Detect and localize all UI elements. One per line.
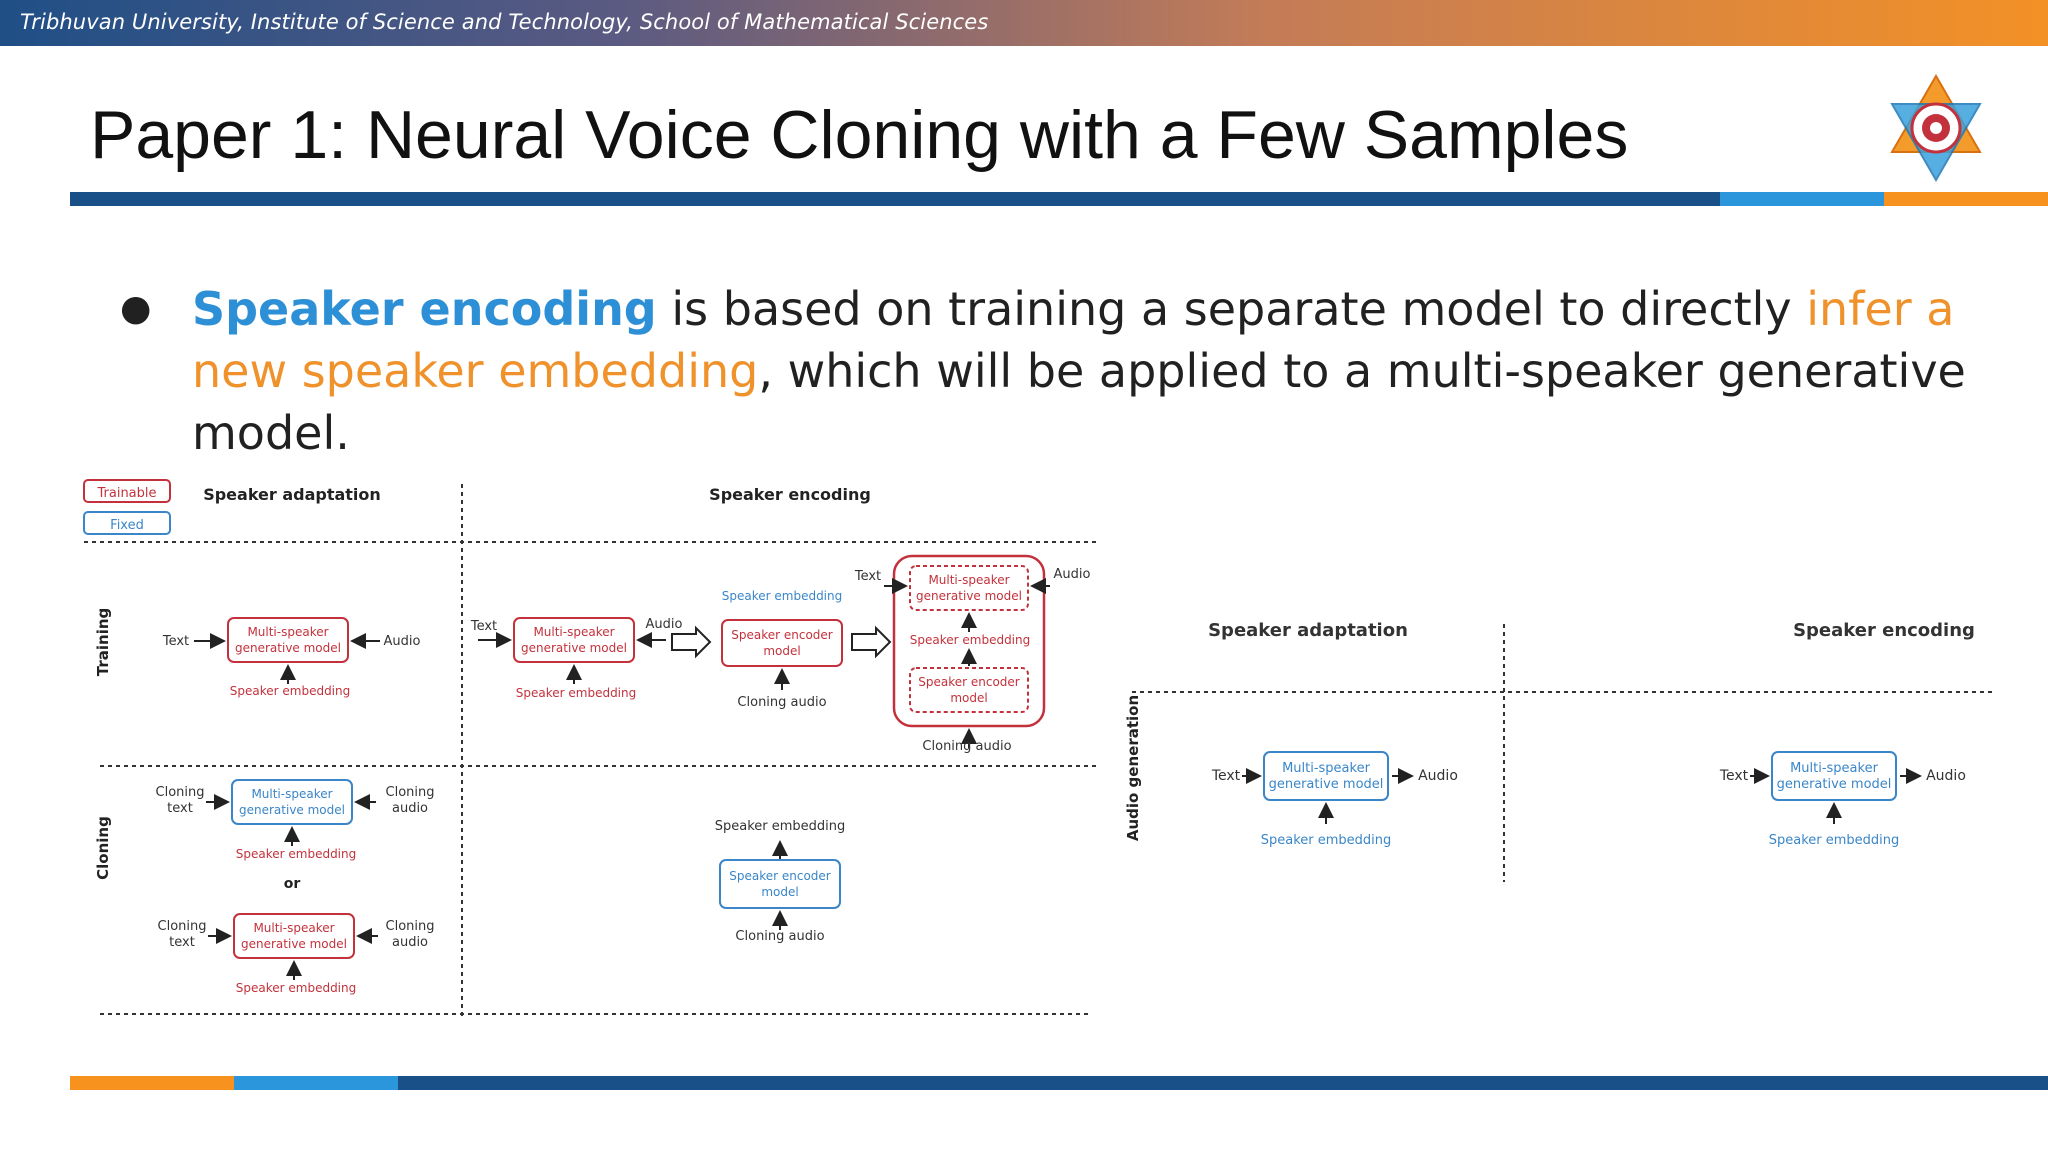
msgm-box-fixed (1771, 751, 1897, 801)
msgm-label: generative model (241, 937, 347, 951)
legend-fixed-box (83, 511, 171, 535)
bullet-keyword: Speaker encoding (192, 282, 657, 336)
or-label: or (284, 876, 301, 892)
label-text: Text (1719, 768, 1749, 784)
speaker-encoder-label: model (761, 885, 798, 899)
msgm-box-trainable (513, 617, 635, 663)
msgm-box-trainable (233, 913, 355, 959)
speaker-encoder-box-fixed (719, 859, 841, 909)
joint-training-box (892, 554, 1046, 728)
col-header-encoding: Speaker encoding (1793, 620, 1975, 641)
msgm-label: Multi-speaker (533, 625, 614, 639)
msgm-label: Multi-speaker (253, 921, 334, 935)
university-logo (1890, 74, 1982, 182)
msgm-label: Multi-speaker (1282, 761, 1371, 776)
msgm-label: Multi-speaker (1790, 761, 1879, 776)
legend-trainable-box (83, 479, 171, 503)
speaker-embedding-label: Speaker embedding (236, 981, 357, 995)
bullet-highlight: infer a new speaker embedding (192, 282, 1955, 398)
speaker-encoder-label: model (950, 691, 987, 705)
legend-fixed: Fixed (110, 518, 144, 533)
hollow-arrow (671, 625, 712, 659)
speaker-embedding-label: Speaker embedding (722, 589, 843, 603)
row-label-training: Training (94, 608, 112, 676)
speaker-embedding-label: Speaker embedding (236, 847, 357, 861)
bullet-text: Speaker encoding is based on training a … (192, 278, 1992, 464)
msgm-label: generative model (1777, 777, 1892, 792)
label-cloning-audio: Cloning audio (737, 695, 826, 710)
label-cloning-text: text (169, 935, 195, 950)
speaker-embedding-label: Speaker embedding (910, 633, 1031, 647)
label-cloning-text: Cloning (158, 919, 207, 934)
speaker-embedding-label: Speaker embedding (516, 686, 637, 700)
row-label-cloning: Cloning (94, 816, 112, 880)
bullet-dot: ● (120, 288, 152, 329)
msgm-label: generative model (521, 641, 627, 655)
msgm-label: generative model (916, 589, 1022, 603)
msgm-label: generative model (239, 803, 345, 817)
label-cloning-audio: audio (392, 935, 428, 950)
diagram-right: Speaker adaptation Speaker encoding Audi… (1124, 620, 1992, 882)
institution-name: Tribhuvan University, Institute of Scien… (20, 10, 989, 34)
msgm-box-trainable (227, 617, 349, 663)
label-audio: Audio (1926, 768, 1966, 784)
bullet-part1: is based on training a separate model to… (656, 282, 1807, 336)
col-header-adaptation: Speaker adaptation (1208, 620, 1408, 641)
label-cloning-audio: Cloning audio (922, 739, 1011, 754)
slide-title: Paper 1: Neural Voice Cloning with a Few… (90, 97, 1629, 173)
label-cloning-audio: Cloning audio (735, 929, 824, 944)
speaker-embedding-label: Speaker embedding (1769, 833, 1900, 848)
label-audio: Audio (1418, 768, 1458, 784)
speaker-encoder-box (721, 619, 843, 667)
col-header-adaptation: Speaker adaptation (203, 485, 381, 504)
msgm-box-fixed (231, 779, 353, 825)
diagram-left: Trainable Fixed Speaker adaptation Speak… (83, 479, 1100, 1020)
bullet-part2: , which will be applied to a multi-speak… (192, 344, 1966, 460)
speaker-embedding-label: Speaker embedding (230, 684, 351, 698)
speaker-encoder-label: Speaker encoder (729, 869, 831, 883)
label-text: Text (470, 619, 497, 634)
label-cloning-text: Cloning (156, 785, 205, 800)
speaker-encoder-label: model (763, 644, 800, 658)
label-text: Text (162, 634, 189, 649)
label-cloning-audio: audio (392, 801, 428, 816)
speaker-encoder-label: Speaker encoder (918, 675, 1020, 689)
msgm-box-fixed (1263, 751, 1389, 801)
label-text: Text (1211, 768, 1241, 784)
speaker-encoder-box-dashed (909, 667, 1029, 713)
speaker-encoder-label: Speaker encoder (731, 628, 833, 642)
label-audio: Audio (384, 634, 421, 649)
msgm-label: generative model (1269, 777, 1384, 792)
msgm-label: Multi-speaker (247, 625, 328, 639)
row-label-audio-generation: Audio generation (1124, 695, 1142, 841)
label-audio: Audio (1054, 567, 1091, 582)
speaker-embedding-label: Speaker embedding (1261, 833, 1392, 848)
msgm-box-dashed (909, 565, 1029, 611)
msgm-label: Multi-speaker (251, 787, 332, 801)
label-cloning-text: text (167, 801, 193, 816)
col-header-encoding: Speaker encoding (709, 485, 871, 504)
label-cloning-audio: Cloning (386, 785, 435, 800)
label-cloning-audio: Cloning (386, 919, 435, 934)
msgm-label: Multi-speaker (928, 573, 1009, 587)
legend-trainable: Trainable (96, 486, 156, 501)
speaker-embedding-label: Speaker embedding (715, 819, 846, 834)
label-text: Text (854, 569, 881, 584)
hollow-arrow (851, 625, 892, 659)
label-audio: Audio (646, 617, 683, 632)
top-banner: Tribhuvan University, Institute of Scien… (0, 0, 2048, 46)
msgm-label: generative model (235, 641, 341, 655)
